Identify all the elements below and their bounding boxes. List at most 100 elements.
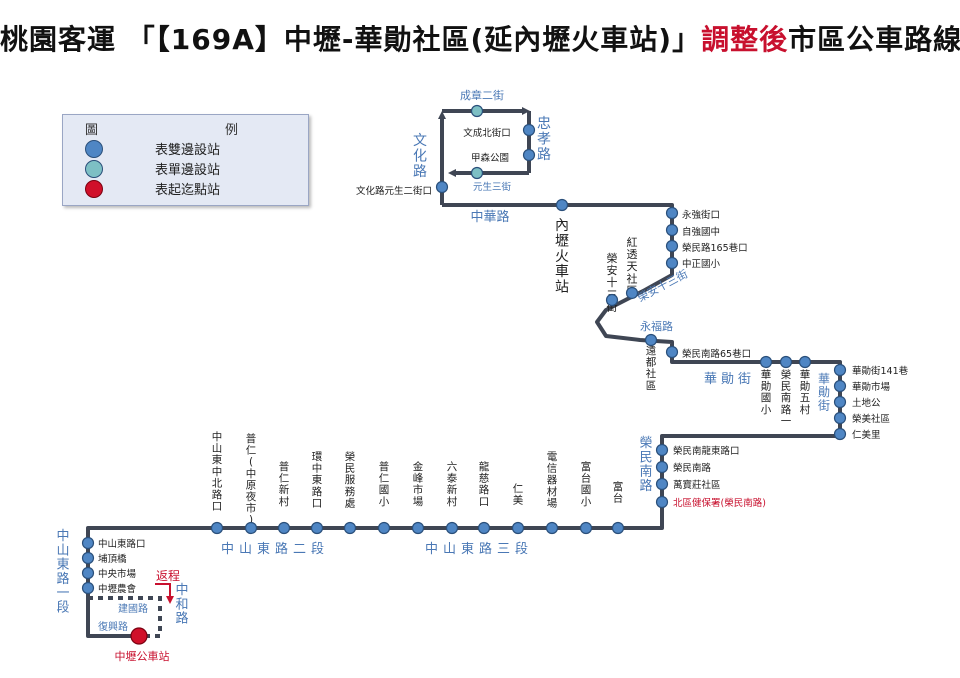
legend-heading-right: 例 [225,123,239,138]
stop-label-wenhua-ys2: 文化路元生二街口 [356,185,432,197]
stop-label-rongmin165: 榮民路165巷口 [682,242,748,254]
stop-label-zhongshan-zb: 中山東中北路口 [212,430,223,513]
road-label-rongmin-vertical: 榮民南路 [639,436,652,494]
stop-label-rongmei: 榮美社區 [852,413,890,425]
legend-row-single-side: 表單邊設站 [85,158,285,178]
road-label-chengzhang: 成章二街 [460,88,504,102]
stop-label-puren-night: 普仁(中原夜市) [246,432,257,526]
stop-label-huanzhong: 環中東路口 [312,451,323,509]
stop-dot [665,223,679,237]
stop-dot [611,521,625,535]
legend-label-terminal: 表起迄點站 [155,183,221,198]
stop-dot [655,460,669,474]
legend-row-terminal: 表起迄點站 [85,178,285,198]
legend-label-both-side: 表雙邊設站 [155,143,221,158]
stop-label-puren-village: 普仁新村 [279,460,290,508]
stop-dot [579,521,593,535]
stop-dot [522,123,536,137]
road-label-jianguo: 建國路 [118,602,148,615]
stop-label-renmei-z: 仁美 [513,483,524,507]
stop-dot [625,286,639,300]
route-line-main [86,203,842,638]
stop-dot [644,333,658,347]
stop-dot [833,363,847,377]
stop-dot [779,355,793,369]
stop-dot [210,521,224,535]
road-label-zhongshan-e1: 中山東路一段 [56,529,69,616]
road-label-return: 返程 [156,568,180,583]
stop-label-rongmin-s-long: 榮民南龍東路口 [673,445,740,457]
stop-label-zhongzheng: 中正國小 [682,258,721,270]
stop-label-zhongli-farmers: 中壢農會 [98,583,137,595]
road-label-wenhua: 文化路 [413,133,427,180]
stop-label-huaxun-market: 華勛市場 [852,381,891,393]
stop-label-fuguai-elem: 富台國小 [581,460,592,508]
stop-label-jiasen: 甲森公園 [471,152,509,164]
return-arrow-icon [155,583,174,604]
stop-dot [81,566,95,580]
stop-dot [343,521,357,535]
single-side-stop-icon [85,160,103,178]
stop-label-huaxun5: 華勛五村 [800,369,811,416]
stop-label-zhongshan-e-rd: 中山東路口 [98,538,146,550]
stop-dot [310,521,324,535]
stop-label-liutai: 六泰新村 [447,461,458,508]
stop-dot [81,581,95,595]
stop-dot [833,395,847,409]
road-label-zhongxiao: 忠孝路 [537,116,551,163]
stop-label-yuandu: 遠都社區 [646,344,657,392]
road-label-huaxun-vertical: 華勛街 [818,372,830,412]
road-label-zhongshan-e2: 中山東路二段 [221,541,329,557]
road-label-yongfu: 永福路 [640,319,673,333]
stop-label-jinfeng: 金峰市場 [413,460,424,508]
stop-dot [833,379,847,393]
stop-label-longci: 龍慈路口 [479,460,490,508]
terminal-stop-icon [85,180,103,198]
stop-label-rongmin-s1: 榮民南路一 [781,368,792,427]
road-label-rongan13-diagonal: 榮安十三街 [635,266,690,304]
stop-dot [665,206,679,220]
stop-label-renmei: 仁美里 [852,429,881,441]
stop-dot [522,148,536,162]
terminal-stop-dot [130,627,148,645]
stop-label-wanbao: 萬寶莊社區 [673,479,721,491]
stop-dot [81,536,95,550]
road-label-zhonghua: 中華路 [470,209,509,225]
legend-label-single-side: 表單邊設站 [155,163,221,178]
stop-dot [545,521,559,535]
stop-dot [665,256,679,270]
stop-dot [277,521,291,535]
stop-dot [833,411,847,425]
stop-label-north-health: 北區健保署(榮民南路) [673,497,766,509]
stop-dot [833,427,847,441]
road-label-huaxun: 華勛街 [704,372,755,387]
stop-dot [655,495,669,509]
stop-dot [759,355,773,369]
legend-row-both-side: 表雙邊設站 [85,138,285,158]
stop-dot [377,521,391,535]
both-side-stop-icon [85,140,103,158]
stop-label-ziqiang: 自強國中 [682,226,720,238]
stop-label-puren-elem: 普仁國小 [379,460,390,508]
road-label-neili-station: 內壢火車站 [555,218,569,296]
route-line-return-dotted [88,596,162,638]
legend-heading-left: 圖 [85,123,99,138]
stop-label-huaxun141: 華勛街141巷 [852,365,909,377]
stop-dot [470,104,484,118]
stop-dot [445,521,459,535]
stop-dot [435,180,449,194]
stop-dot [477,521,491,535]
road-label-fuxing: 復興路 [98,620,128,633]
stop-label-huaxun-elem: 華勛國小 [761,369,772,416]
stop-dot [511,521,525,535]
stop-label-rongmin-s-rd: 榮民南路 [673,462,712,474]
stop-dot [655,443,669,457]
stop-label-puding: 埔頂橋 [98,553,127,565]
stop-dot [470,166,484,180]
stop-dot [798,355,812,369]
stop-label-fuguai: 富台 [613,480,624,505]
stop-label-telecom: 電信器材場 [547,451,558,509]
road-label-zhongshan-e3: 中山東路三段 [425,541,533,557]
